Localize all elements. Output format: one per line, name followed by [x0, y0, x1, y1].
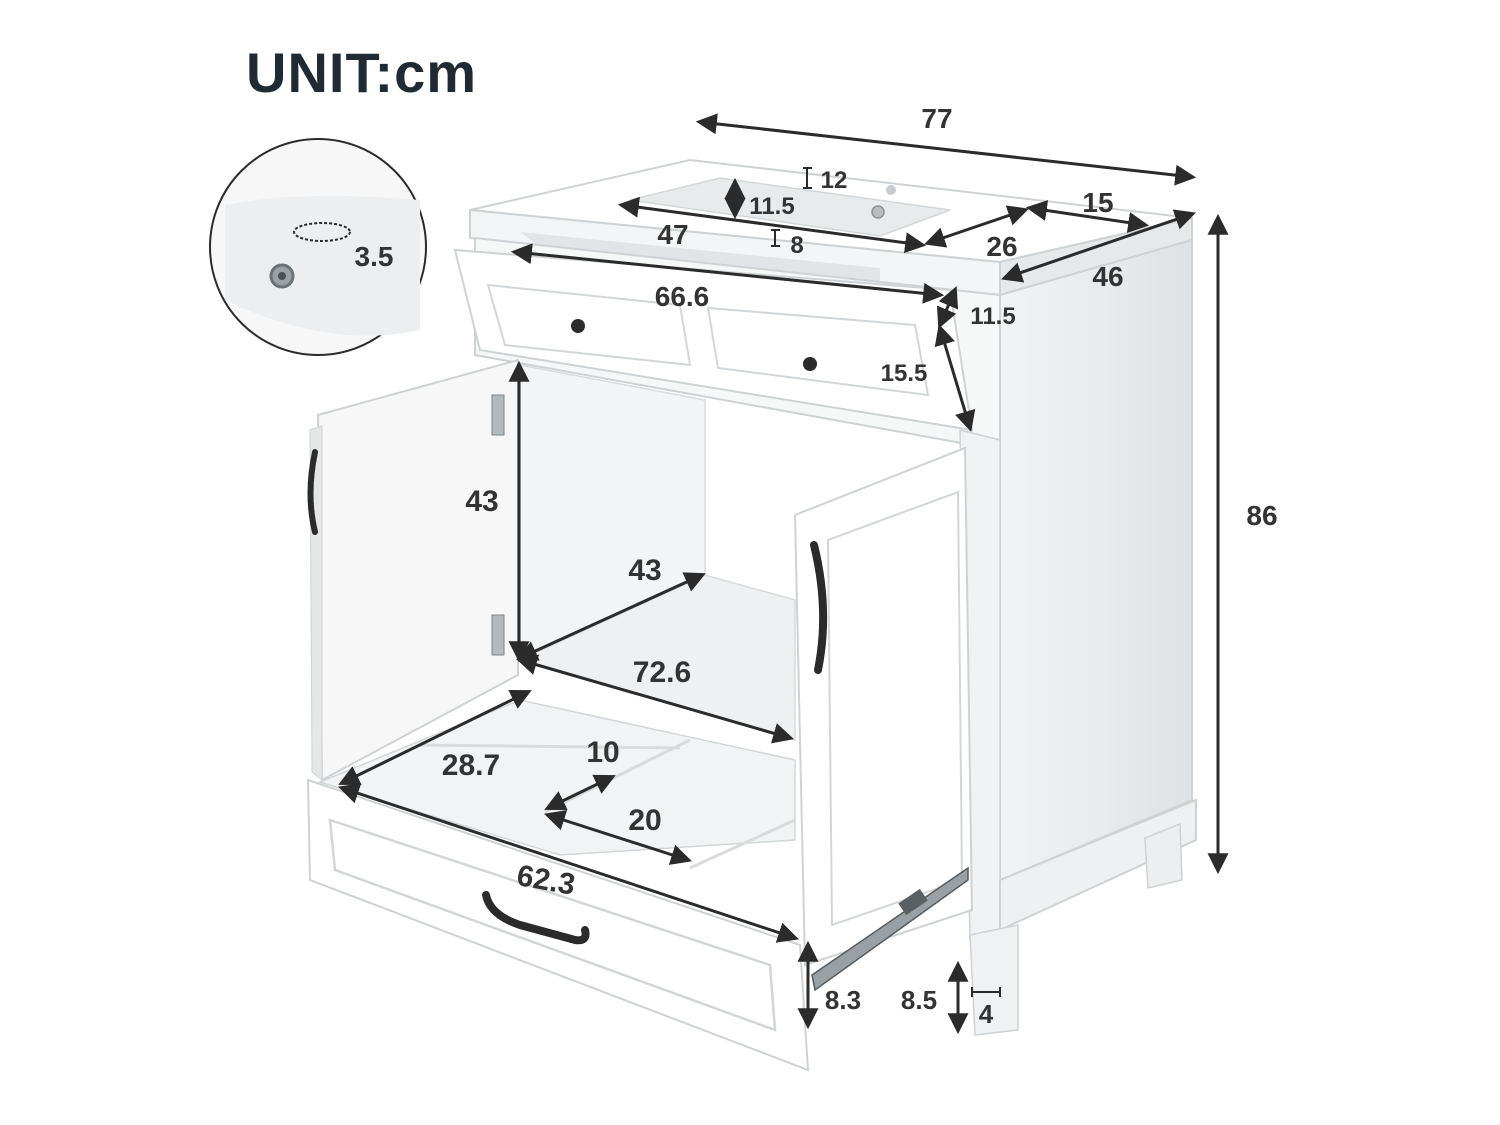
label-overall-width: 77 [921, 103, 952, 134]
label-basin-depth: 26 [986, 231, 1017, 262]
label-compartment-depth: 28.7 [442, 749, 500, 782]
label-faucet-dia: 12 [821, 167, 848, 194]
dimension-labels: 77 86 46 15 26 47 11.5 12 8 3.5 66.6 11.… [355, 103, 1278, 1029]
label-compartment-width: 20 [628, 804, 661, 837]
arrow-basin-width [617, 196, 927, 254]
label-bottom-drawer-height: 8.3 [825, 985, 861, 1015]
arrow-cabinet-depth [516, 572, 706, 661]
ibeam-faucet [803, 167, 812, 189]
arrow-overall-depth [1001, 209, 1196, 283]
arrow-basin-depth [924, 205, 1029, 248]
label-cabinet-width: 72.6 [633, 656, 691, 689]
arrow-cabinet-width [515, 654, 795, 744]
vanity-cabinet [306, 158, 1197, 1072]
label-cabinet-height: 43 [465, 485, 498, 518]
label-hole-dia: 3.5 [355, 241, 394, 272]
label-top-drawer-depth: 15.5 [881, 360, 928, 387]
label-top-drawer-height: 11.5 [970, 303, 1015, 330]
handle-icon [810, 541, 828, 674]
label-cabinet-depth: 43 [628, 554, 661, 587]
arrow-top-drawer-width [510, 243, 945, 304]
hinge-icon [491, 394, 505, 656]
unit-title: UNIT:cm [246, 41, 478, 104]
overflow-hole-detail-icon [209, 138, 427, 356]
arrow-top-drawer-depth [934, 323, 976, 433]
label-overall-depth: 46 [1092, 261, 1123, 292]
label-overall-height: 86 [1246, 500, 1277, 531]
label-wall-thickness: 8 [790, 232, 803, 259]
ibeam-leg [971, 987, 1001, 997]
dimension-arrows [338, 113, 1229, 1035]
arrow-overall-width [695, 113, 1197, 186]
label-leg-width: 4 [979, 999, 994, 1029]
label-basin-height: 11.5 [749, 193, 794, 220]
ibeam-wall [771, 229, 780, 247]
label-top-drawer-width: 66.6 [655, 281, 710, 312]
arrow-bottom-drawer-width [338, 783, 799, 943]
knob-icon [571, 319, 585, 333]
label-leg-height: 8.5 [901, 985, 937, 1015]
label-divider: 10 [586, 736, 619, 769]
label-top-back-depth: 15 [1082, 187, 1113, 218]
label-basin-width: 47 [657, 219, 688, 250]
arrow-compartment-depth [338, 689, 532, 786]
arrow-top-drawer-height [936, 286, 959, 329]
arrow-top-back-depth [1025, 200, 1150, 233]
knob-icon [803, 357, 817, 371]
handle-icon [307, 449, 318, 535]
